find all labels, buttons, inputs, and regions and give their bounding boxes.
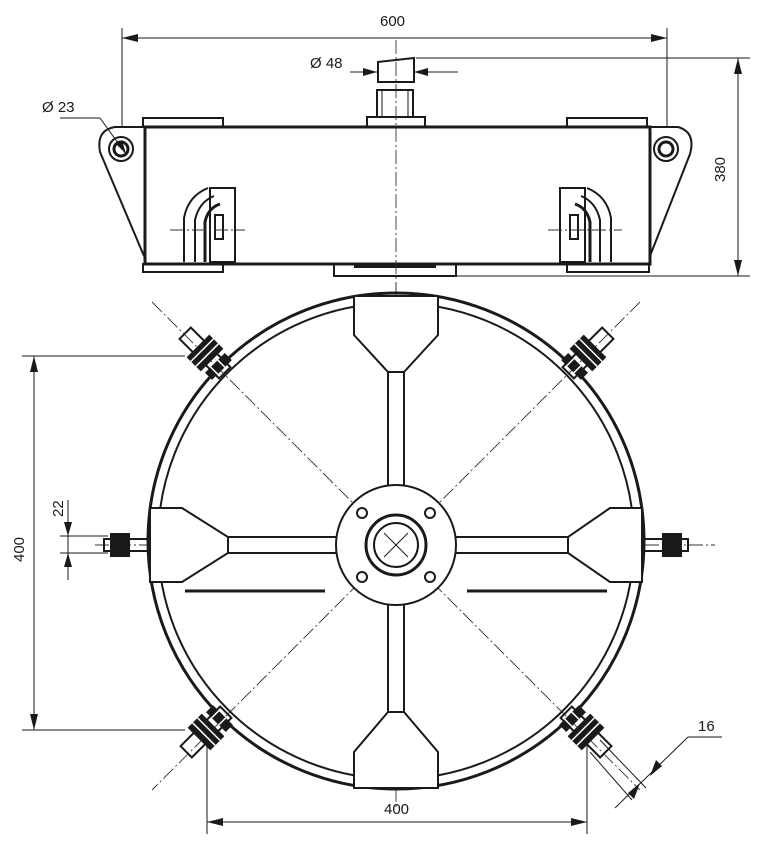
dimension-400-vertical: 400 — [11, 355, 185, 731]
hub-outer — [364, 513, 428, 577]
bracket-top — [353, 295, 439, 373]
diagonal-bolt-bottom-left — [179, 705, 233, 759]
lifting-ear-right — [649, 126, 693, 257]
bottom-pad-right — [566, 263, 650, 273]
ear-hole-right — [653, 136, 679, 162]
ear-hole-left — [108, 136, 134, 162]
hub-bolt-1 — [356, 507, 368, 519]
dimension-400-horizontal: 400 — [206, 740, 588, 834]
dimension-380: 380 — [416, 57, 750, 277]
dimension-600: 600 — [121, 13, 668, 128]
dim-label-22: 22 — [50, 500, 67, 517]
bracket-left — [149, 507, 229, 583]
dimension-22: 22 — [50, 500, 108, 580]
side-bolt-right — [641, 533, 689, 557]
hub-bolt-4 — [424, 571, 436, 583]
dim-label-d23: Ø 23 — [42, 99, 75, 116]
top-pad-right — [566, 117, 648, 128]
hub-bolt-3 — [356, 571, 368, 583]
plan-view — [95, 282, 715, 810]
side-view-body — [143, 125, 652, 266]
diagonal-bolt-top-right — [561, 326, 615, 380]
dimension-diameter-48: Ø 48 — [310, 55, 458, 76]
dim-label-600: 600 — [380, 13, 405, 30]
diagonal-bolt-top-left — [178, 326, 232, 380]
diagonal-bolt-bottom-right — [559, 705, 613, 759]
bottom-pad-left — [142, 263, 224, 273]
dimension-diameter-23: Ø 23 — [42, 99, 127, 155]
shaft-lower — [376, 89, 414, 118]
bracket-right — [567, 507, 643, 583]
hub-bolt-2 — [424, 507, 436, 519]
dim-label-16: 16 — [698, 718, 715, 735]
shaft-upper — [377, 56, 415, 83]
dim-label-400-vertical: 400 — [11, 537, 28, 562]
side-view — [98, 40, 693, 290]
dim-label-380: 380 — [712, 157, 729, 182]
bracket-bottom — [353, 711, 439, 789]
dim-label-400-horizontal: 400 — [384, 801, 409, 818]
hub-inner — [373, 522, 419, 568]
side-clamp-left — [170, 187, 245, 263]
top-pad-left — [142, 117, 224, 128]
lifting-ear-left — [98, 126, 145, 257]
side-clamp-right — [548, 187, 622, 263]
dim-label-d48: Ø 48 — [310, 55, 343, 72]
dimension-16: 16 — [589, 718, 722, 809]
side-bolt-left — [103, 533, 151, 557]
